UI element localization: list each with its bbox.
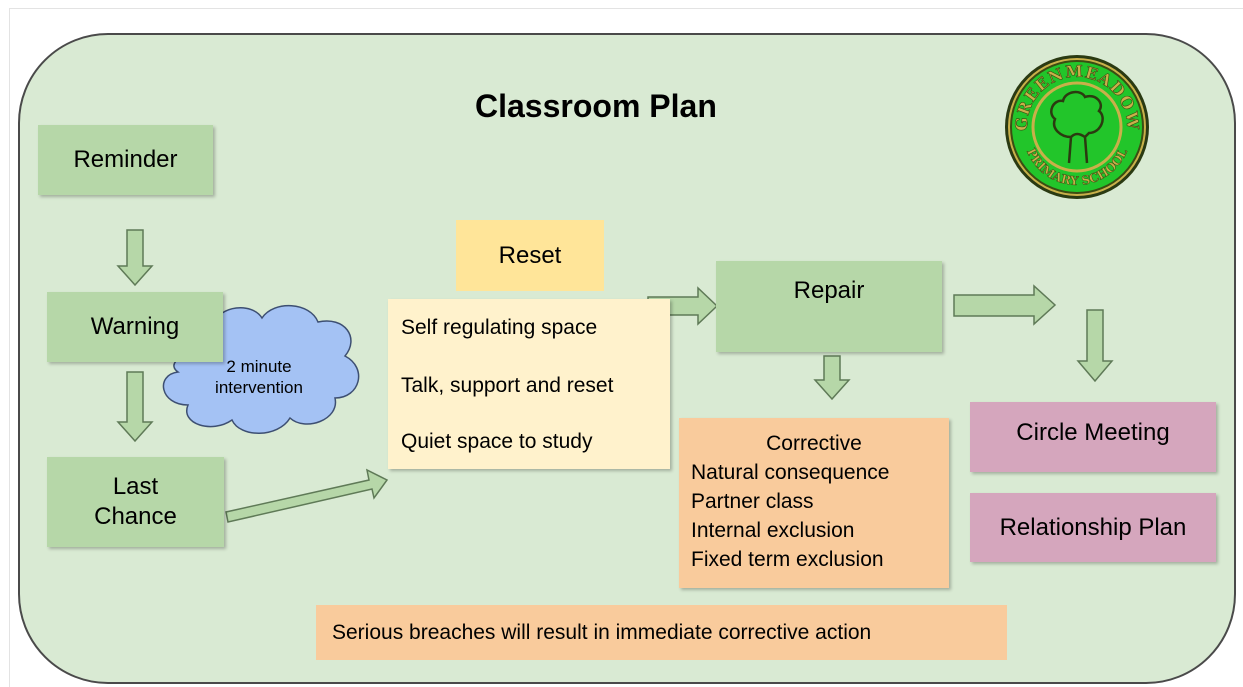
cloud-label-line2: intervention	[215, 378, 303, 397]
serious-breaches-box: Serious breaches will result in immediat…	[316, 605, 1007, 660]
reminder-box: Reminder	[38, 125, 213, 195]
down-arrow-to-circle-meeting	[1076, 309, 1114, 383]
last-chance-box: Last Chance	[47, 457, 224, 547]
circle-meeting-box: Circle Meeting	[970, 402, 1216, 472]
last-chance-label-line2: Chance	[94, 503, 177, 530]
repair-box: Repair	[716, 261, 942, 352]
page-border-left	[9, 8, 10, 687]
reset-item-1: Self regulating space	[401, 316, 598, 339]
reset-item-2: Talk, support and reset	[401, 374, 614, 397]
corrective-item-4: Fixed term exclusion	[691, 548, 884, 571]
corrective-item-2: Partner class	[691, 490, 814, 513]
down-arrow-reminder-warning	[116, 229, 154, 287]
corrective-box: Corrective Natural consequence Partner c…	[679, 418, 949, 588]
circle-meeting-label: Circle Meeting	[1016, 419, 1170, 446]
diagonal-arrow-lastchance-reset	[225, 468, 389, 523]
page-border-top	[10, 8, 1243, 9]
down-arrow-repair-corrective	[813, 355, 851, 401]
school-logo: GREENMEADOW PRIMARY SCHOOL	[1005, 55, 1149, 199]
last-chance-label-line1: Last	[112, 473, 159, 500]
down-arrow-warning-lastchance	[116, 371, 154, 443]
warning-box: Warning	[47, 292, 223, 362]
reset-heading: Reset	[498, 241, 562, 269]
reset-item-3: Quiet space to study	[401, 430, 593, 453]
corrective-item-1: Natural consequence	[691, 461, 890, 484]
relationship-plan-box: Relationship Plan	[970, 493, 1216, 562]
corrective-item-3: Internal exclusion	[691, 519, 855, 542]
reset-heading-box: Reset	[456, 220, 604, 291]
repair-label: Repair	[793, 277, 865, 304]
cloud-label-line1: 2 minute	[226, 357, 292, 376]
page-title: Classroom Plan	[475, 88, 717, 124]
warning-label: Warning	[90, 313, 180, 340]
tree-icon	[1050, 90, 1104, 164]
relationship-plan-label: Relationship Plan	[999, 513, 1187, 541]
serious-breaches-label: Serious breaches will result in immediat…	[332, 621, 872, 644]
cloud-label: 2 minute intervention	[197, 356, 321, 398]
right-arrow-repair-right	[953, 284, 1057, 326]
corrective-heading: Corrective	[766, 432, 862, 455]
reminder-label: Reminder	[73, 146, 178, 173]
reset-list-box: Self regulating space Talk, support and …	[388, 299, 670, 469]
